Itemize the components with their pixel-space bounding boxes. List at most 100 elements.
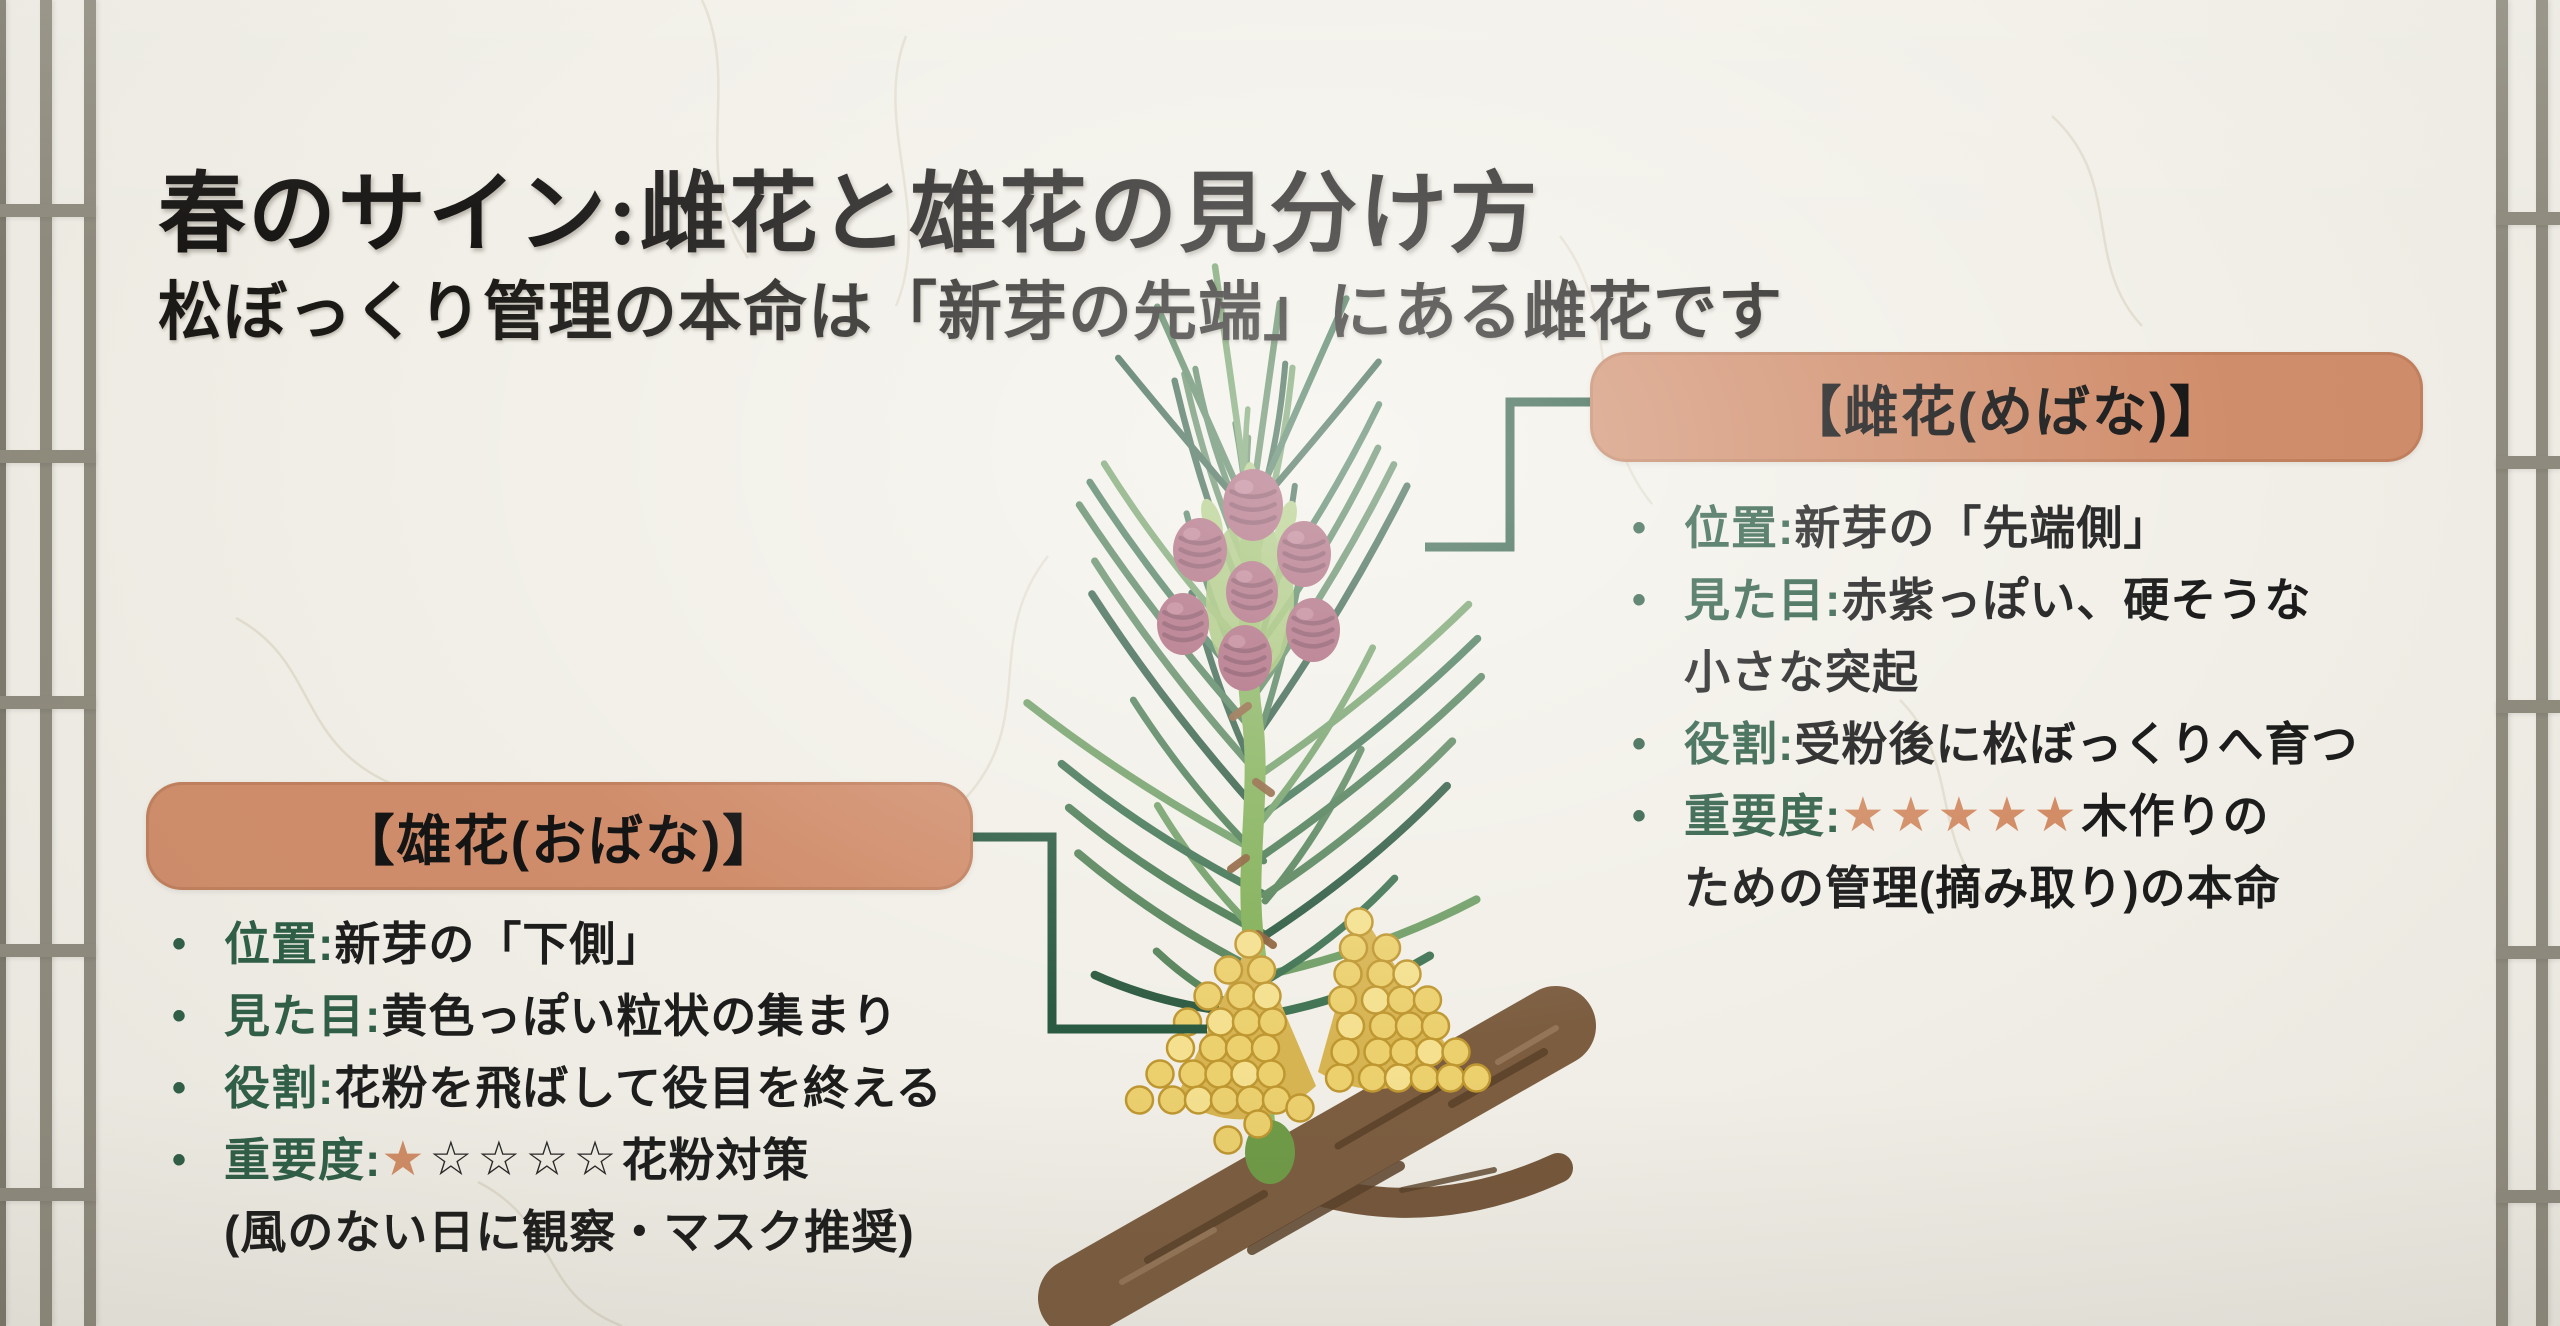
list-item: •役割:花粉を飛ばして役目を終える (172, 1052, 1112, 1124)
list-text: 木作りの (2081, 790, 2270, 842)
pollen-grain (1213, 1125, 1243, 1155)
frame-bar (2496, 700, 2560, 713)
window-frame-left (0, 0, 100, 1326)
list-text: 見た目: (224, 990, 382, 1042)
cone-scale (1229, 489, 1277, 500)
pine-needle (1261, 737, 1457, 899)
pollen-grain (1246, 955, 1277, 985)
list-text: 位置: (224, 918, 335, 970)
cone-scale (1162, 632, 1204, 643)
cone-scale (1229, 514, 1277, 525)
bullet-icon: • (1632, 722, 1648, 766)
importance-stars: ★ (381, 1133, 430, 1186)
frame-bar (0, 944, 96, 957)
list-text: 受粉後に松ぼっくりへ育つ (1794, 718, 2359, 770)
pollen-grain (1209, 1085, 1240, 1115)
cone-scale (1231, 577, 1273, 588)
pollen-grain (1250, 1033, 1281, 1063)
cone-scale (1291, 627, 1335, 638)
pine-needle (1259, 672, 1486, 859)
list-text: (風のない日に観察・マスク推奨) (224, 1206, 915, 1258)
bud-scale (1229, 702, 1252, 721)
pine-needle (1091, 557, 1264, 779)
list-text: 新芽の「下側」 (334, 918, 664, 970)
list-text: 役割: (224, 1062, 335, 1114)
frame-bar (0, 204, 96, 217)
male-flower-label: 【雄花(おばな)】 (339, 810, 780, 872)
cone-scale (1291, 615, 1335, 626)
pine-needle (1261, 745, 1365, 905)
cone-scale (1291, 638, 1335, 649)
frame-rail (84, 0, 96, 1326)
female-cone (1277, 521, 1331, 587)
bullet-icon: • (172, 1066, 188, 1110)
pollen-grain (1204, 1059, 1234, 1089)
pollen-grain (1415, 1037, 1445, 1067)
frame-rail (40, 0, 52, 1326)
cone-scale (1178, 558, 1222, 569)
list-text: 位置: (1684, 502, 1795, 554)
list-item: (風のない日に観察・マスク推奨) (172, 1196, 1112, 1268)
list-item: •位置:新芽の「先端側」 (1632, 492, 2512, 564)
cone-scale (1223, 655, 1267, 666)
pollen-grain (1333, 959, 1363, 989)
cone-scale (1223, 666, 1267, 677)
pollen-grain (1226, 981, 1256, 1011)
pollen-grain (1435, 1063, 1466, 1093)
frame-bar (0, 696, 96, 709)
female-cone (1223, 469, 1283, 541)
pollen-grain (1368, 1011, 1399, 1041)
list-text: 新芽の「先端側」 (1794, 502, 2171, 554)
page-subtitle: 松ぼっくり管理の本命は「新芽の先端」にある雌花です (158, 277, 1783, 349)
pollen-grain (1324, 1063, 1355, 1093)
pollen-grain (1366, 959, 1396, 989)
frame-bar (0, 450, 96, 463)
pollen-grain (1256, 1059, 1286, 1089)
pollen-grain (1327, 985, 1358, 1015)
pollen-grain (1441, 1037, 1471, 1067)
pollen-grain (1394, 1011, 1425, 1041)
pollen-grain (1363, 1037, 1393, 1067)
pollen-grain (1344, 907, 1374, 937)
pollen-grain (1231, 1007, 1262, 1037)
list-text: 重要度: (224, 1134, 382, 1186)
list-item: ための管理(摘み取り)の本命 (1632, 852, 2512, 924)
pollen-grain (1412, 985, 1443, 1015)
female-cones-icon (1157, 462, 1340, 691)
pollen-grain (1230, 1059, 1260, 1089)
frame-bar (2496, 212, 2560, 225)
pollen-grain (1371, 933, 1402, 963)
pollen-grain (1183, 1085, 1214, 1115)
bullet-icon: • (1632, 794, 1648, 838)
pine-needle (1023, 699, 1268, 859)
pine-needle (1255, 600, 1473, 779)
cone-scale (1229, 502, 1277, 513)
cone-scale (1178, 547, 1222, 558)
pine-needle (1253, 482, 1411, 739)
bullet-icon: • (172, 994, 188, 1038)
pollen-grain (1124, 1085, 1155, 1115)
sprout-tip (1275, 500, 1297, 544)
female-cone (1226, 561, 1278, 623)
list-item: •重要度:★☆☆☆☆ 花粉対策 (172, 1124, 1112, 1196)
male-pollen-icon (1124, 907, 1492, 1155)
pollen-grain (1335, 1011, 1366, 1041)
pollen-grain (1213, 955, 1244, 985)
list-text: 花粉対策 (621, 1134, 810, 1186)
pollen-grain (1338, 933, 1369, 963)
pollen-grain (1234, 929, 1264, 959)
pollen-grain (1224, 1033, 1255, 1063)
frame-rail (2536, 0, 2548, 1326)
page-title: 春のサイン:雌花と雄花の見分け方 (158, 166, 1540, 264)
bullet-icon: • (1632, 578, 1648, 622)
pollen-grain (1193, 981, 1223, 1011)
pollen-grain (1243, 1109, 1273, 1139)
importance-stars: ☆☆☆☆ (429, 1133, 622, 1186)
list-text: 役割: (1684, 718, 1795, 770)
list-item: •見た目:赤紫っぽい、硬そうな (1632, 564, 2512, 636)
pollen-grain (1252, 981, 1282, 1011)
female-flower-label: 【雌花(めばな)】 (1786, 381, 2227, 443)
pine-needle (1261, 781, 1451, 940)
pollen-grain (1360, 985, 1391, 1015)
